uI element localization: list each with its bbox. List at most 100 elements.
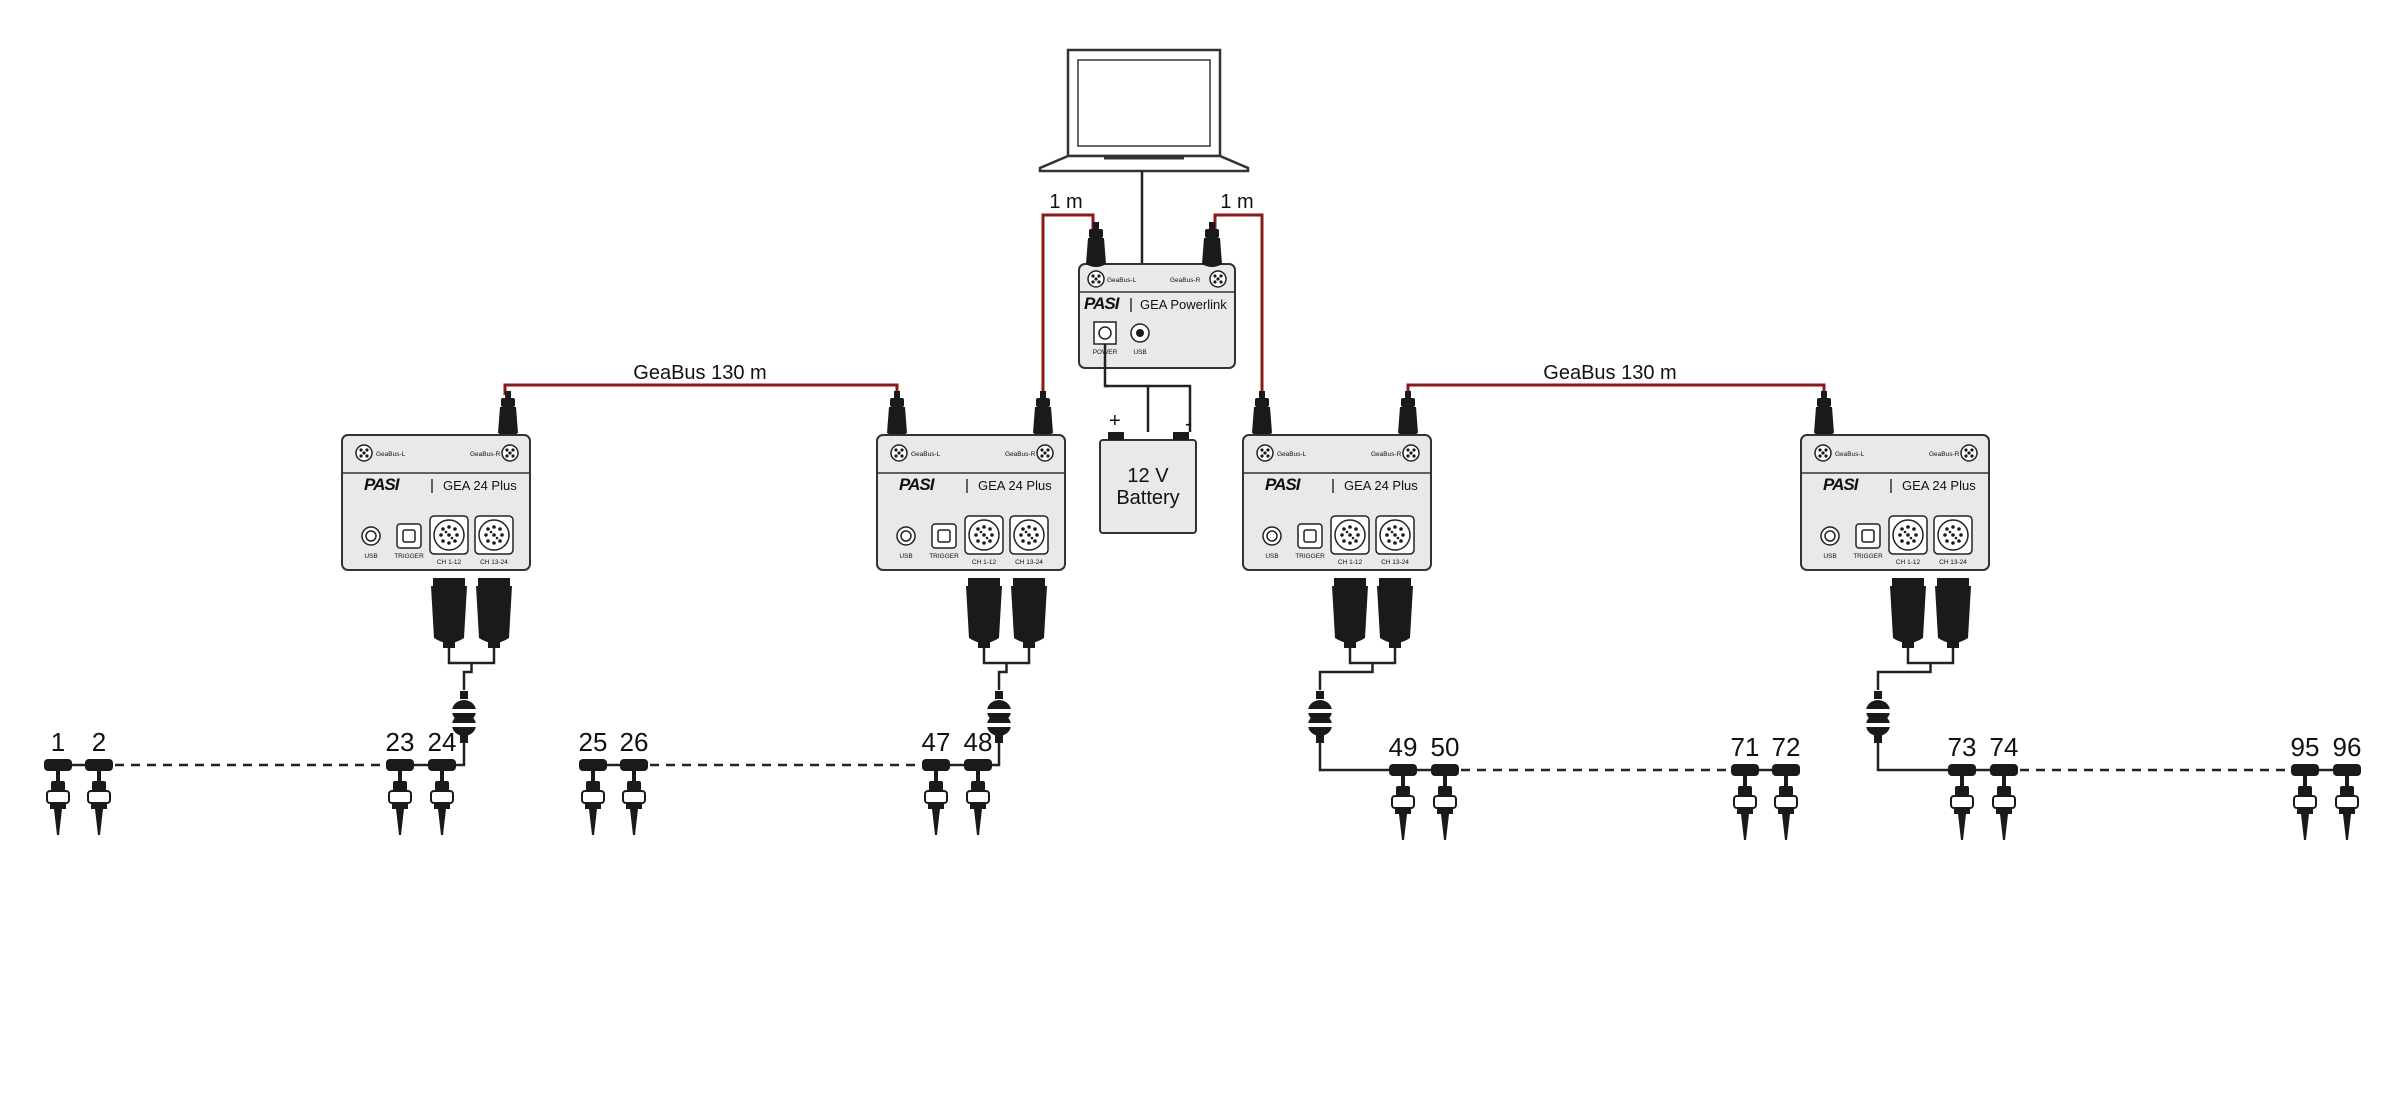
geophone-group-2: 25 26 47 48 xyxy=(578,648,1031,836)
channel-number: 74 xyxy=(1990,732,2019,762)
battery: + - 12 V Battery xyxy=(1099,410,1197,534)
unit-ch1-label: CH 1-12 xyxy=(437,559,462,566)
battery-plus-label: + xyxy=(1109,410,1121,432)
powerlink-left-connector xyxy=(1086,222,1106,267)
channel-number: 72 xyxy=(1772,732,1801,762)
geabus-l-port-icon xyxy=(1087,270,1105,288)
channel-number: 47 xyxy=(922,727,951,757)
unit-ch1-label: CH 1-12 xyxy=(972,559,997,566)
unit-brand-logo: PASI xyxy=(899,475,936,494)
link-left-length: 1 m xyxy=(1049,191,1082,213)
ch-1-12-port-icon xyxy=(429,515,469,555)
channel-number: 95 xyxy=(2291,732,2320,762)
unit-model: GEA 24 Plus xyxy=(1344,478,1418,493)
geophone-icon xyxy=(619,758,649,836)
geophone-icon xyxy=(427,758,457,836)
geabus-r-port-icon xyxy=(501,444,519,462)
geophone-group-4: 73 74 95 96 xyxy=(1864,648,2362,841)
unit-trigger-label: TRIGGER xyxy=(1853,553,1883,560)
unit-model: GEA 24 Plus xyxy=(1902,478,1976,493)
geophone-icon xyxy=(963,758,993,836)
laptop xyxy=(1038,48,1250,173)
powerlink-right-connector xyxy=(1202,222,1222,267)
unit-ch2-label: CH 13-24 xyxy=(1939,559,1967,566)
unit2-link-connector xyxy=(1033,391,1053,436)
unit-port-right-label: GeaBus-R xyxy=(1371,451,1402,458)
geabus-r-port-icon xyxy=(1209,270,1227,288)
unit-brand-logo: PASI xyxy=(1823,475,1860,494)
unit-model: GEA 24 Plus xyxy=(443,478,517,493)
battery-minus-wire xyxy=(1148,384,1192,432)
channel-number: 50 xyxy=(1431,732,1460,762)
geabus-r-port-icon xyxy=(1402,444,1420,462)
unit-usb-label: USB xyxy=(1823,553,1836,560)
channel-plug-2 xyxy=(476,578,512,648)
unit-port-left-label: GeaBus-L xyxy=(376,451,406,458)
powerlink-usb-label: USB xyxy=(1133,349,1146,356)
unit-port-right-label: GeaBus-R xyxy=(1005,451,1036,458)
channel-number: 26 xyxy=(620,727,649,757)
unit-ch1-label: CH 1-12 xyxy=(1338,559,1363,566)
channel-plug-2 xyxy=(1377,578,1413,648)
powerlink-port-right-label: GeaBus-R xyxy=(1170,277,1201,284)
unit-model: GEA 24 Plus xyxy=(978,478,1052,493)
unit-usb-label: USB xyxy=(364,553,377,560)
channel-plug-1 xyxy=(1890,578,1926,648)
geophone-icon xyxy=(921,758,951,836)
unit-port-left-label: GeaBus-L xyxy=(1277,451,1307,458)
channel-number: 25 xyxy=(579,727,608,757)
channel-number: 49 xyxy=(1389,732,1418,762)
geabus-l-port-icon xyxy=(1814,444,1832,462)
geophone-icon xyxy=(1730,763,1760,841)
unit3-geabus-connector xyxy=(1398,391,1418,436)
geabus-right-length: GeaBus 130 m xyxy=(1543,362,1676,384)
geophone-icon xyxy=(1771,763,1801,841)
channel-number: 23 xyxy=(386,727,415,757)
ch-1-12-port-icon xyxy=(964,515,1004,555)
geabus-cable-right xyxy=(1406,383,1826,395)
ch-13-24-port-icon xyxy=(474,515,514,555)
geabus-r-port-icon xyxy=(1960,444,1978,462)
powerlink-unit: GeaBus-L GeaBus-R PASI GEA Powerlink POW… xyxy=(1078,263,1236,369)
channel-plug-1 xyxy=(966,578,1002,648)
battery-voltage: 12 V xyxy=(1127,465,1169,487)
unit-ch1-label: CH 1-12 xyxy=(1896,559,1921,566)
unit-usb-label: USB xyxy=(1265,553,1278,560)
ch-13-24-port-icon xyxy=(1933,515,1973,555)
geabus-left-length: GeaBus 130 m xyxy=(633,362,766,384)
cable-splitter xyxy=(1306,691,1334,743)
geabus-l-port-icon xyxy=(1256,444,1274,462)
cable-splitter xyxy=(1864,691,1892,743)
unit-port-right-label: GeaBus-R xyxy=(1929,451,1960,458)
ch-1-12-port-icon xyxy=(1330,515,1370,555)
unit-brand-logo: PASI xyxy=(1265,475,1302,494)
powerlink-model: GEA Powerlink xyxy=(1140,297,1227,312)
geophone-icon xyxy=(1989,763,2019,841)
unit-port-left-label: GeaBus-L xyxy=(911,451,941,458)
geophone-icon xyxy=(1430,763,1460,841)
geophone-icon xyxy=(1947,763,1977,841)
geophone-icon xyxy=(385,758,415,836)
ch-13-24-port-icon xyxy=(1009,515,1049,555)
link-right-length: 1 m xyxy=(1220,191,1253,213)
unit2-geabus-connector xyxy=(887,391,907,436)
geophone-icon xyxy=(2332,763,2362,841)
channel-number: 73 xyxy=(1948,732,1977,762)
battery-minus-label: - xyxy=(1185,413,1192,435)
unit4-geabus-connector xyxy=(1814,391,1834,436)
channel-number: 48 xyxy=(964,727,993,757)
channel-plug-1 xyxy=(431,578,467,648)
unit-trigger-label: TRIGGER xyxy=(394,553,424,560)
channel-plug-2 xyxy=(1011,578,1047,648)
unit-brand-logo: PASI xyxy=(364,475,401,494)
unit1-geabus-connector xyxy=(498,391,518,436)
geabus-l-port-icon xyxy=(355,444,373,462)
channel-number: 96 xyxy=(2333,732,2362,762)
channel-number: 1 xyxy=(51,727,65,757)
unit-trigger-label: TRIGGER xyxy=(1295,553,1325,560)
